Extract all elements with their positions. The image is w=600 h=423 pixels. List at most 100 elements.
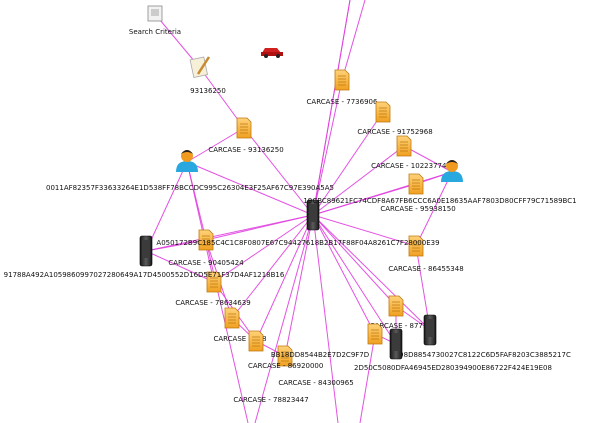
graph-node-c91752968[interactable]: CARCASE - 91752968 (357, 101, 433, 136)
node-label: CARCASE - 877150 (370, 322, 436, 330)
document-icon (198, 229, 214, 251)
notepad-pencil-icon (189, 56, 211, 78)
edge-hub-c877150 (312, 214, 397, 307)
graph-node-c90405424[interactable]: CARCASE - 90405424 (168, 229, 244, 267)
document-icon (408, 235, 424, 257)
edge-offscreen-6 (359, 333, 376, 423)
edge-person_right-c102237740 (403, 145, 453, 173)
graph-node-c102237740[interactable]: CARCASE - 102237740 (371, 135, 451, 170)
edge-person_left-c93136250 (186, 127, 245, 163)
node-label: CARCASE - 778 (213, 335, 266, 343)
document-icon (224, 307, 240, 329)
graph-node-phone_br1[interactable]: 98D8854730027C8122C6D5FAF8203C3885217C (399, 314, 571, 359)
edge-phone_left-c90405424 (145, 239, 207, 252)
node-label: CARCASE - 86920000 (248, 362, 323, 370)
node-label: BB18DD8544B2E7D2C9F7D (271, 351, 369, 359)
graph-node-c78823447[interactable]: CARCASE - 78823447 (233, 345, 309, 404)
mobile-phone-icon (139, 235, 153, 267)
node-label: CARCASE - 102237740 (371, 162, 451, 170)
edge-hub-phone_br2 (312, 214, 397, 345)
edge-hub-c78823447 (284, 214, 314, 357)
document-icon (396, 135, 412, 157)
graph-node-note[interactable]: 93136250 (189, 56, 226, 95)
edge-offscreen-1 (312, 0, 351, 216)
document-icon (236, 117, 252, 139)
node-label: CARCASE - 91752968 (357, 128, 432, 136)
graph-node-c93136250[interactable]: CARCASE - 93136250 (208, 117, 284, 154)
graph-node-hash_bottom[interactable]: BB18DD8544B2E7D2C9F7D (271, 351, 369, 359)
document-icon (367, 323, 383, 345)
person-icon (441, 160, 463, 182)
mobile-phone-icon (423, 314, 437, 346)
document-icon (277, 345, 293, 367)
graph-node-hub[interactable] (306, 199, 320, 231)
graph-node-c78634639[interactable]: CARCASE - 78634639 (175, 271, 251, 307)
node-label: CARCASE - 86455348 (388, 265, 463, 273)
document-icon (206, 271, 222, 293)
edge-hub-c86455348 (312, 214, 417, 247)
graph-node-c877150[interactable]: CARCASE - 877150 (370, 295, 436, 330)
node-label: 91788A492A1059860997027280649A17D4500552… (4, 271, 285, 279)
node-label: 93136250 (190, 87, 226, 95)
node-label: CARCASE - 78823447 (233, 396, 308, 404)
node-label: 0011AF82357F33633264E1D538FF78BCCDC995C2… (46, 184, 334, 192)
edge-hub-c84300965 (255, 214, 314, 342)
graph-node-car[interactable] (261, 48, 283, 58)
graph-node-person_right[interactable]: 19CBC89621FC74CDF8A67FB6CCC6A0E18635AAF7… (303, 160, 577, 205)
edge-hub-phone_br1 (312, 214, 431, 331)
edge-hub-phone_left (145, 214, 314, 252)
edge-person_left-c78634639 (186, 161, 215, 283)
person-icon (176, 150, 198, 172)
node-label: 19CBC89621FC74CDF8A67FB6CCC6A0E18635AAF7… (303, 197, 576, 205)
node-label: CARCASE - 93136250 (208, 146, 283, 154)
edge-offscreen-2 (254, 214, 314, 423)
node-label: CARCASE - 78634639 (175, 299, 250, 307)
document-icon (388, 295, 404, 317)
node-label: CARCASE - 90405424 (168, 259, 244, 267)
edge-offscreen-4 (205, 239, 249, 423)
edge-hub-cmid (312, 214, 376, 335)
edge-hub-c102237740 (312, 145, 405, 216)
graph-node-cmid[interactable]: CARCASE - 86920000 (248, 323, 383, 370)
graph-node-c778[interactable]: CARCASE - 778 (213, 307, 267, 343)
node-label: 98D8854730027C8122C6D5FAF8203C3885217C (399, 351, 571, 359)
document-icon (375, 101, 391, 123)
edge-phone_left-c78634639 (145, 250, 215, 283)
edge-hub-c93136250 (243, 127, 314, 216)
mobile-phone-icon (389, 328, 403, 360)
node-label: A050172B9C185C4C1C8F0807E67C94427618B2B1… (156, 239, 439, 247)
graph-node-phone_br2[interactable]: 2D50C5080DFA46945ED280394900E86722F424E1… (354, 328, 552, 372)
search-criteria-icon (147, 5, 163, 22)
edge-hub-person_left (186, 161, 314, 216)
document-icon (334, 69, 350, 91)
document-icon (248, 330, 264, 352)
node-label: CARCASE - 7736906 (307, 98, 378, 106)
edge-hub-c778 (231, 214, 314, 319)
edge-hub-c91752968 (312, 111, 384, 216)
car-icon (261, 48, 283, 58)
edge-hub-person_right (312, 171, 453, 216)
edge-person_left-phone_left (145, 161, 188, 252)
mobile-phone-icon (306, 199, 320, 231)
edge-layer (145, 0, 453, 423)
node-label: Search Criteria (129, 28, 181, 36)
graph-node-c7736906[interactable]: CARCASE - 7736906 (307, 69, 378, 106)
node-label: 2D50C5080DFA46945ED280394900E86722F424E1… (354, 364, 552, 372)
edge-person_right-c86455348 (415, 171, 453, 247)
graph-node-hash_mid[interactable]: A050172B9C185C4C1C8F0807E67C94427618B2B1… (156, 239, 439, 247)
graph-node-person_left[interactable]: 0011AF82357F33633264E1D538FF78BCCDC995C2… (46, 150, 334, 192)
node-label: CARCASE - 95938150 (380, 205, 455, 213)
node-label: CARCASE - 84300965 (278, 379, 353, 387)
graph-node-c84300965[interactable]: CARCASE - 84300965 (248, 330, 354, 387)
edge-offscreen-3 (312, 214, 339, 423)
document-icon (408, 173, 424, 195)
graph-node-search[interactable]: Search Criteria (129, 5, 181, 36)
graph-node-phone_left[interactable]: 91788A492A1059860997027280649A17D4500552… (4, 235, 285, 279)
edge-hub-c7736906 (312, 79, 343, 216)
edge-hub-c78634639 (213, 214, 314, 283)
graph-node-c86455348[interactable]: CARCASE - 86455348 (388, 235, 464, 273)
edge-offscreen-5 (341, 0, 366, 81)
graph-node-c95938150[interactable]: CARCASE - 95938150 (380, 173, 456, 213)
